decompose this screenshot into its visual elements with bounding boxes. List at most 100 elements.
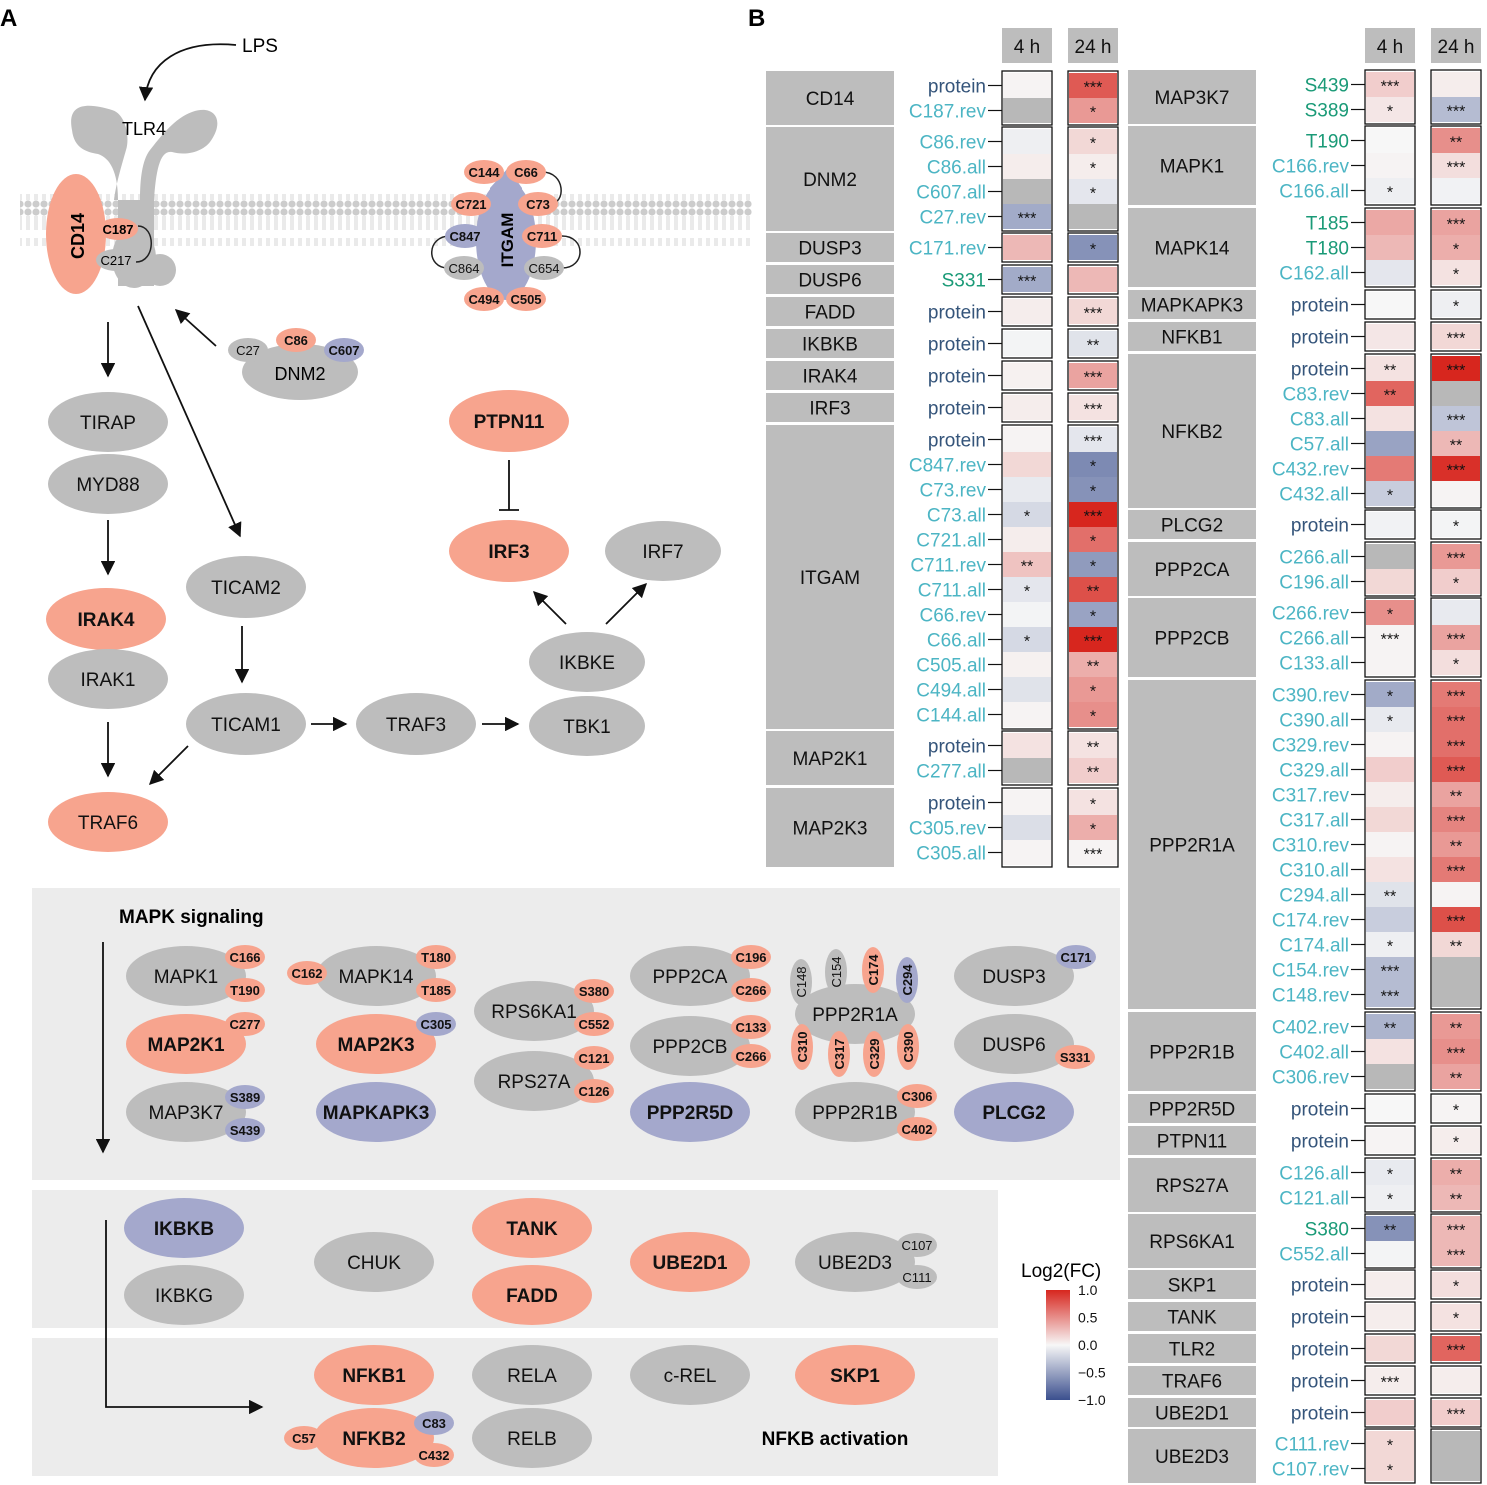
significance-mark: ** [1450,1021,1462,1038]
protein-group-traf6 [1128,1366,1256,1395]
heat-cell [1366,957,1414,982]
site-c121 [574,1046,614,1070]
significance-mark: * [1387,607,1393,624]
heat-cell [1366,882,1414,907]
node-traf3 [356,693,476,755]
site-label-c107: C107 [901,1238,932,1253]
protein-group-label: PLCG2 [1161,516,1223,537]
site-label-s439: S439 [230,1123,260,1138]
significance-mark: ** [1384,388,1396,405]
heat-box [1364,1213,1416,1269]
row-label: C166.all [1279,182,1349,203]
heat-box [1364,289,1416,320]
heat-cell [1366,600,1414,625]
node-ppp2ca [630,946,750,1006]
node-ube2d3 [795,1232,915,1292]
site-label-c148: C148 [794,966,809,997]
site-c66 [506,160,546,184]
site-label-c83: C83 [422,1416,446,1431]
heat-cell [1432,1014,1480,1039]
significance-mark: * [1387,1438,1393,1455]
heat-box [1430,1397,1482,1428]
site-label-s389: S389 [230,1090,260,1105]
row-label: C133.all [1279,654,1349,675]
row-label: C390.rev [1272,686,1350,707]
significance-mark: ** [1450,1071,1462,1088]
row-label: C83.all [1290,410,1349,431]
site-label-c277: C277 [229,1017,260,1032]
site-label-s331: S331 [1060,1050,1090,1065]
heat-cell [1432,1185,1480,1210]
protein-group-label: PPP2R5D [1149,1100,1236,1121]
node-irf7 [605,521,721,581]
significance-mark: *** [1381,79,1400,96]
row-label: C294.all [1279,886,1349,907]
significance-mark: ** [1384,363,1396,380]
site-c266 [731,978,771,1002]
heat-cell [1432,932,1480,957]
site-label-t180: T180 [421,950,451,965]
heat-cell [1432,1096,1480,1121]
heat-cell [1366,356,1414,381]
heat-cell [1432,907,1480,932]
heat-box [1430,1157,1482,1213]
heat-cell [1432,456,1480,481]
heat-box [1430,1093,1482,1124]
node-map2k1 [126,1014,246,1074]
row-label: S380 [1305,1220,1349,1241]
node-dusp6 [954,1014,1074,1074]
significance-mark: * [1453,1311,1459,1328]
row-label: C317.all [1279,811,1349,832]
node-label-ikbkg: IKBKG [155,1286,213,1307]
row-label: C174.all [1279,936,1349,957]
heat-cell [1432,1039,1480,1064]
itgam-disulfide-right [561,235,581,269]
heat-cell [1366,932,1414,957]
heat-box [1364,207,1416,288]
ptpn11-inhibition [499,460,519,511]
lps-arrow [138,43,237,102]
node-label-relb: RELB [507,1429,557,1450]
heat-cell [1366,512,1414,537]
significance-mark: *** [1381,964,1400,981]
heat-box [1430,1011,1482,1092]
site-c432 [414,1443,454,1467]
heat-cell [1432,1400,1480,1425]
tlr4-label: TLR4 [122,119,166,139]
significance-mark: ** [1450,135,1462,152]
heat-cell [1366,732,1414,757]
heat-cell [1366,292,1414,317]
protein-group-rps27a [1128,1158,1256,1212]
row-label: C306.rev [1272,1068,1350,1089]
heat-cell [1432,1160,1480,1185]
row-label: C266.all [1279,629,1349,650]
heat-cell [1366,1272,1414,1297]
row-label: C196.all [1279,573,1349,594]
heat-cell [1432,406,1480,431]
heat-cell [1432,1368,1480,1393]
significance-mark: *** [1447,104,1466,121]
protein-group-skp1 [1128,1270,1256,1299]
site-c166 [225,945,265,969]
significance-mark: ** [1450,939,1462,956]
site-c390 [897,1024,919,1070]
node-label-c-rel: c-REL [664,1366,717,1387]
site-label-c552: C552 [578,1017,609,1032]
node-nfkb1 [314,1345,434,1405]
site-label-c432: C432 [418,1448,449,1463]
heat-box [1364,1428,1416,1484]
significance-mark: * [1453,1103,1459,1120]
heat-cell [1366,807,1414,832]
row-label: C83.rev [1282,385,1349,406]
significance-mark: *** [1447,1343,1466,1360]
node-label-irak1: IRAK1 [81,670,136,691]
heat-box [1364,1333,1416,1364]
heat-cell [1432,682,1480,707]
heat-cell [1366,625,1414,650]
significance-mark: * [1453,519,1459,536]
site-c57 [284,1426,324,1450]
significance-mark: *** [1447,714,1466,731]
site-label-t185: T185 [421,983,451,998]
heat-cell [1432,178,1480,203]
